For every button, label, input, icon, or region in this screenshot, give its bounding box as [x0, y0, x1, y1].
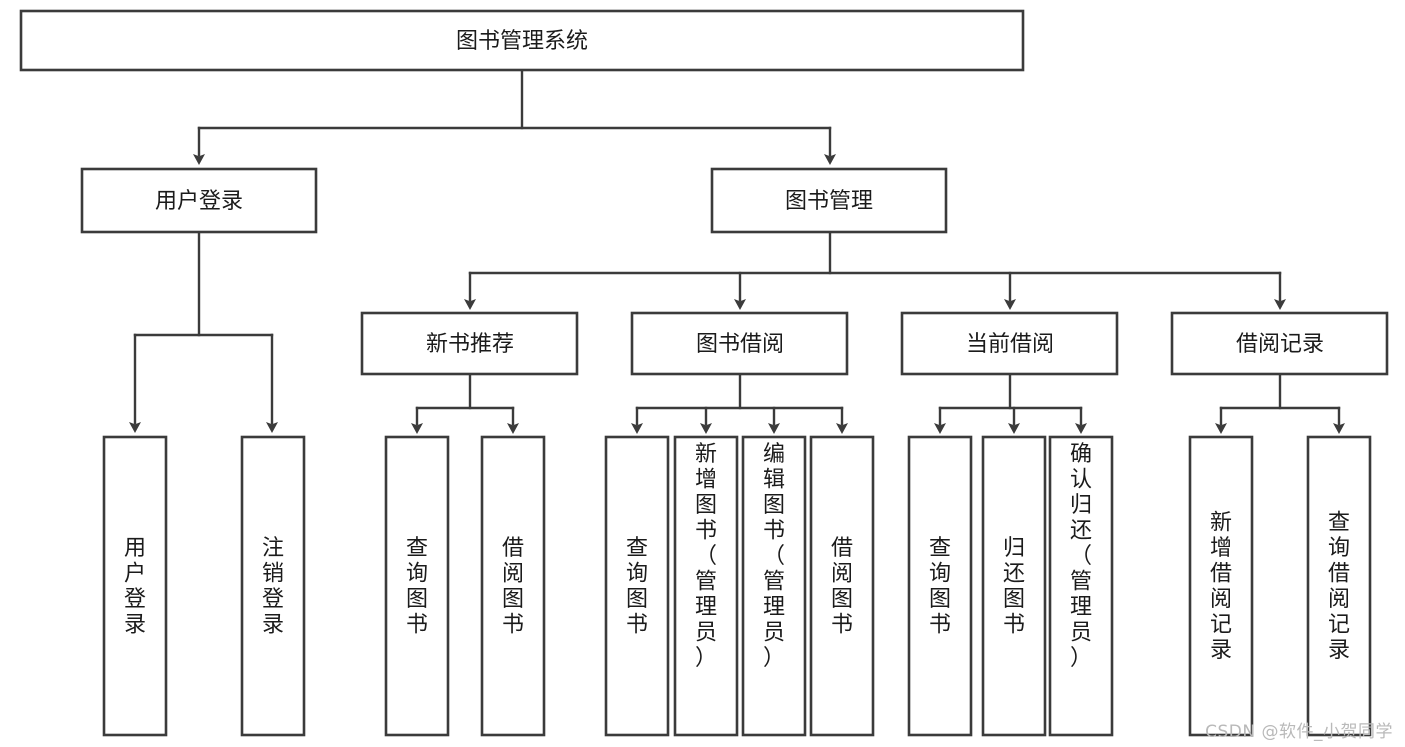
node-current-borrow-label: 当前借阅 [966, 332, 1054, 357]
node-book-manage-label: 图书管理 [785, 189, 873, 214]
leaf-add-book-label: 新增图书（管理员） [695, 442, 717, 671]
leaf-add-book[interactable]: 新增图书（管理员） [673, 435, 739, 737]
node-book-manage[interactable]: 图书管理 [710, 167, 948, 234]
node-borrow-record-label: 借阅记录 [1236, 332, 1324, 357]
connector-userlogin-to-leaves [129, 230, 278, 433]
connector-bookborrow-to-leaves [631, 372, 848, 434]
leaf-borrow-book-2[interactable]: 借阅图书 [809, 435, 875, 737]
node-book-borrow-label: 图书借阅 [696, 332, 784, 357]
leaf-user-login-label: 用户登录 [124, 536, 146, 638]
leaf-confirm-return-label: 确认归还（管理员） [1070, 442, 1092, 671]
leaf-query-record[interactable]: 查询借阅记录 [1306, 435, 1372, 737]
leaf-query-book-2-label: 查询图书 [626, 536, 648, 638]
leaf-add-record[interactable]: 新增借阅记录 [1188, 435, 1254, 737]
leaf-borrow-book-2-label: 借阅图书 [831, 536, 853, 638]
connector-newbook-to-leaves [411, 372, 519, 434]
csdn-watermark: CSDN @软件_小贺同学 [1205, 722, 1393, 742]
leaf-borrow-book-1-label: 借阅图书 [502, 536, 524, 638]
leaf-edit-book[interactable]: 编辑图书（管理员） [741, 435, 807, 737]
leaf-return-book[interactable]: 归还图书 [981, 435, 1047, 737]
leaf-query-book-1-label: 查询图书 [406, 536, 428, 638]
node-current-borrow[interactable]: 当前借阅 [900, 311, 1119, 376]
leaf-borrow-book-1[interactable]: 借阅图书 [480, 435, 546, 737]
leaf-user-login[interactable]: 用户登录 [102, 435, 168, 737]
leaf-return-book-label: 归还图书 [1003, 536, 1025, 638]
connector-root-to-level2 [193, 68, 836, 165]
leaf-logout-label: 注销登录 [262, 536, 284, 638]
node-user-login[interactable]: 用户登录 [80, 167, 318, 234]
node-root-label: 图书管理系统 [456, 29, 588, 54]
connector-bookmanage-to-level3 [464, 230, 1286, 310]
connector-currentborrow-to-leaves [934, 372, 1087, 434]
leaf-query-book-3[interactable]: 查询图书 [907, 435, 973, 737]
leaf-logout[interactable]: 注销登录 [240, 435, 306, 737]
leaf-confirm-return[interactable]: 确认归还（管理员） [1048, 435, 1114, 737]
leaf-node-layer: 用户登录 注销登录 查询图书 借阅图书 查询图书 新增图书（管理员） 编辑图书（管理员） 借阅… [102, 435, 1372, 737]
node-new-book-recommend-label: 新书推荐 [426, 332, 514, 357]
node-borrow-record[interactable]: 借阅记录 [1170, 311, 1389, 376]
leaf-query-book-3-label: 查询图书 [929, 536, 951, 638]
node-user-login-label: 用户登录 [155, 189, 243, 214]
node-book-borrow[interactable]: 图书借阅 [630, 311, 849, 376]
leaf-edit-book-label: 编辑图书（管理员） [763, 442, 785, 671]
leaf-add-record-label: 新增借阅记录 [1210, 510, 1232, 663]
leaf-query-record-label: 查询借阅记录 [1328, 510, 1350, 663]
leaf-query-book-2[interactable]: 查询图书 [604, 435, 670, 737]
node-root[interactable]: 图书管理系统 [19, 9, 1025, 72]
node-new-book-recommend[interactable]: 新书推荐 [360, 311, 579, 376]
leaf-query-book-1[interactable]: 查询图书 [384, 435, 450, 737]
connector-borrowrecord-to-leaves [1215, 372, 1345, 434]
